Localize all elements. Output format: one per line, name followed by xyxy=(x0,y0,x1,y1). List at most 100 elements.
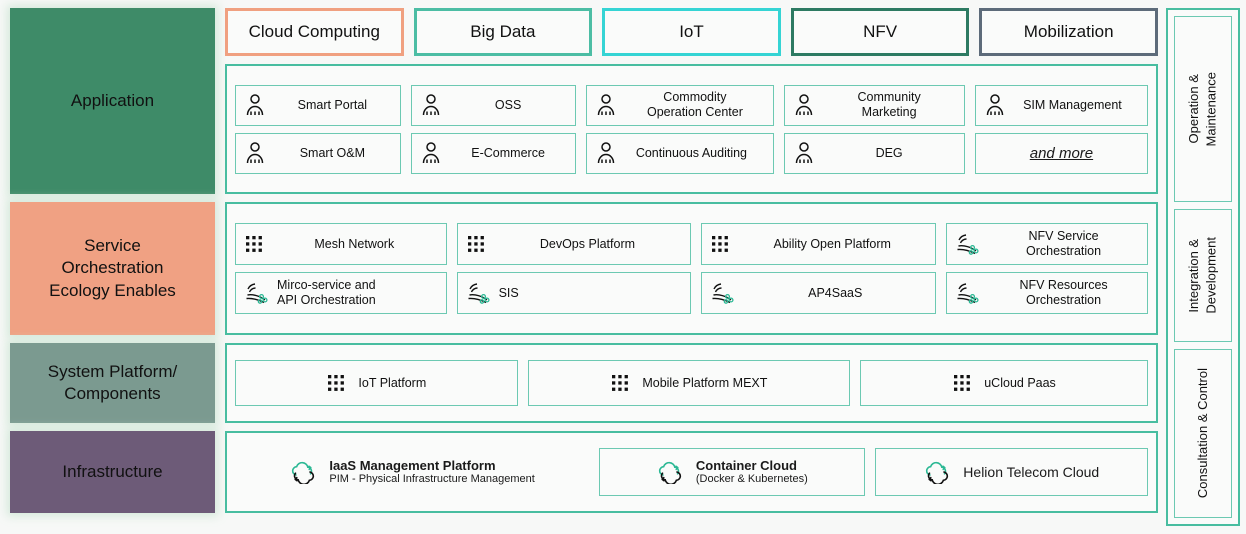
line2: Orchestration xyxy=(1026,293,1102,307)
app-cell-label: SIM Management xyxy=(1023,97,1122,112)
line2: (Docker & Kubernetes) xyxy=(695,473,808,486)
inf-cell-label: Helion Telecom Cloud xyxy=(963,463,1100,480)
cloud-refresh-icon xyxy=(923,460,951,484)
inf-cell-iaas-management-platform[interactable]: IaaS Management Platform PIM - Physical … xyxy=(235,448,590,496)
row-system-platform: System Platform/ Components IoT Platform… xyxy=(10,343,1158,423)
line1: Mirco-service and xyxy=(277,278,376,293)
line1: IaaS Management Platform xyxy=(329,457,496,473)
inf-cell-label: IaaS Management Platform PIM - Physical … xyxy=(329,458,534,487)
tag-cloud-computing[interactable]: Cloud Computing xyxy=(225,8,404,56)
line1: NFV Resources xyxy=(1019,278,1108,293)
line2: Orchestration xyxy=(1026,244,1102,258)
app-cell-label: E-Commerce xyxy=(471,145,545,160)
sidebar-item-label: Consultation & Control xyxy=(1195,368,1211,499)
sys-cell-iot-platform[interactable]: IoT Platform xyxy=(235,360,518,406)
row-label-infrastructure: Infrastructure xyxy=(10,431,215,513)
orchestration-icon xyxy=(244,282,270,304)
right-sidebar: Operation & Maintenance Integration & De… xyxy=(1166,8,1240,526)
system-platform-body: IoT Platform Mobile Platform MEXT uCloud… xyxy=(225,343,1158,423)
tag-label: Mobilization xyxy=(1023,22,1114,41)
layer-stack: Application Cloud Computing Big Data IoT… xyxy=(10,8,1158,526)
app-cell-smart-om[interactable]: Smart O&M xyxy=(235,132,401,174)
svc-cell-ability-open-platform[interactable]: Ability Open Platform xyxy=(701,223,937,265)
application-row-bottom: Smart O&M E-Commerce Continuous Auditing xyxy=(235,132,1148,174)
line1: NFV Service xyxy=(1028,229,1099,244)
sidebar-item-integration-development[interactable]: Integration & Development xyxy=(1174,209,1232,342)
app-cell-label: OSS xyxy=(494,97,522,112)
row-label-text: Application xyxy=(70,90,155,110)
app-cell-deg[interactable]: DEG xyxy=(784,132,965,174)
tag-nfv[interactable]: NFV xyxy=(790,8,970,56)
orchestration-icon xyxy=(710,282,736,304)
line1: Commodity xyxy=(663,90,727,105)
line2: Marketing xyxy=(861,105,917,119)
svc-cell-mesh-network[interactable]: Mesh Network xyxy=(235,223,447,265)
person-icon xyxy=(244,141,266,165)
cloud-refresh-icon xyxy=(656,460,684,484)
and-more-label: and more xyxy=(1029,144,1094,162)
orchestration-icon xyxy=(466,282,492,304)
row-infrastructure: Infrastructure IaaS Management Platform … xyxy=(10,431,1158,513)
svc-cell-ap4saas[interactable]: AP4SaaS xyxy=(701,272,937,314)
sidebar-item-consultation-control[interactable]: Consultation & Control xyxy=(1174,349,1232,518)
grid-dots-icon xyxy=(710,234,730,254)
tag-iot[interactable]: IoT xyxy=(602,8,781,56)
person-icon xyxy=(595,93,617,117)
app-cell-label: Smart O&M xyxy=(299,145,366,160)
line2: PIM - Physical Infrastructure Management xyxy=(329,473,535,486)
inf-cell-helion-telecom-cloud[interactable]: Helion Telecom Cloud xyxy=(874,448,1148,496)
orchestration-icon xyxy=(955,233,981,255)
infrastructure-body: IaaS Management Platform PIM - Physical … xyxy=(225,431,1158,513)
system-row: IoT Platform Mobile Platform MEXT uCloud… xyxy=(235,360,1149,406)
inf-cell-container-cloud[interactable]: Container Cloud (Docker & Kubernetes) xyxy=(599,448,865,496)
svc-cell-devops-platform[interactable]: DevOps Platform xyxy=(456,223,692,265)
tag-big-data[interactable]: Big Data xyxy=(413,8,593,56)
grid-dots-icon xyxy=(952,373,972,393)
sys-cell-mobile-platform-mext[interactable]: Mobile Platform MEXT xyxy=(527,360,851,406)
person-icon xyxy=(244,93,266,117)
grid-dots-icon xyxy=(466,234,486,254)
svc-cell-label: Mesh Network xyxy=(314,236,395,251)
app-cell-smart-portal[interactable]: Smart Portal xyxy=(235,84,401,126)
svc-cell-label: SIS xyxy=(498,285,519,300)
row-label-service-orchestration: Service Orchestration Ecology Enables xyxy=(10,202,215,335)
tag-label: IoT xyxy=(679,22,704,41)
person-icon xyxy=(793,93,815,117)
app-cell-continuous-auditing[interactable]: Continuous Auditing xyxy=(586,132,775,174)
svc-cell-sis[interactable]: SIS xyxy=(456,272,692,314)
app-cell-oss[interactable]: OSS xyxy=(410,84,577,126)
app-cell-and-more[interactable]: and more xyxy=(974,132,1148,174)
service-orchestration-body: Mesh Network DevOps Platform Ability Ope… xyxy=(225,202,1158,335)
grid-dots-icon xyxy=(326,373,346,393)
app-cell-label: Smart Portal xyxy=(297,97,368,112)
app-cell-sim-management[interactable]: SIM Management xyxy=(974,84,1148,126)
sidebar-item-operation-maintenance[interactable]: Operation & Maintenance xyxy=(1174,16,1232,202)
sys-cell-ucloud-paas[interactable]: uCloud Paas xyxy=(860,360,1149,406)
inf-cell-label: Container Cloud (Docker & Kubernetes) xyxy=(696,458,808,487)
row-label-application: Application xyxy=(10,8,215,194)
person-icon xyxy=(793,141,815,165)
tag-label: Big Data xyxy=(470,22,536,41)
infrastructure-row: IaaS Management Platform PIM - Physical … xyxy=(235,448,1148,496)
row-application: Application Cloud Computing Big Data IoT… xyxy=(10,8,1158,194)
row-label-text: Infrastructure xyxy=(62,461,163,481)
line2: Operation Center xyxy=(646,105,743,119)
grid-dots-icon xyxy=(610,373,630,393)
sidebar-item-label: Integration & Development xyxy=(1186,237,1219,314)
tag-mobilization[interactable]: Mobilization xyxy=(979,8,1158,56)
svc-cell-label: DevOps Platform xyxy=(539,236,636,251)
app-cell-e-commerce[interactable]: E-Commerce xyxy=(410,132,577,174)
tag-label: Cloud Computing xyxy=(248,22,380,41)
sidebar-item-label: Operation & Maintenance xyxy=(1186,71,1219,147)
